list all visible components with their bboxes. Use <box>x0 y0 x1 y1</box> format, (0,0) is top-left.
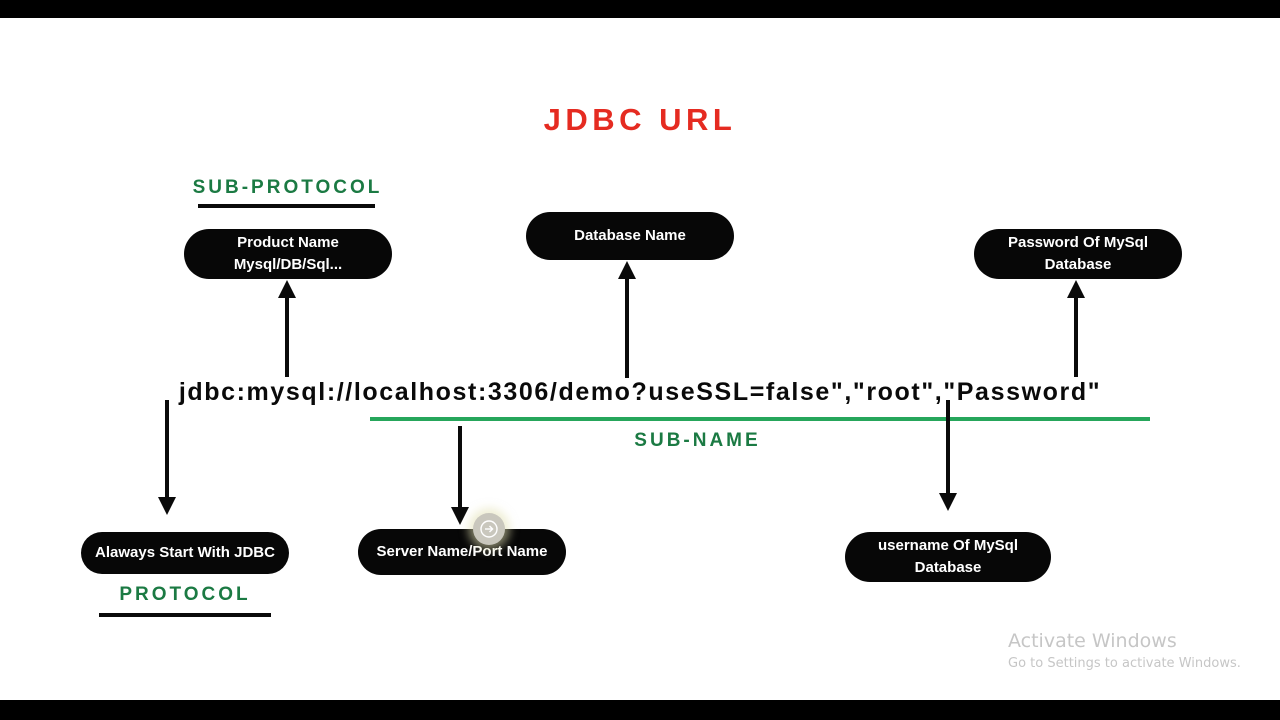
windows-activation-watermark: Activate Windows Go to Settings to activ… <box>1008 628 1258 674</box>
caption-protocol: PROTOCOL <box>119 584 251 605</box>
callout-username: username Of MySql Database <box>845 532 1051 582</box>
callout-product-name-line1: Product Name <box>237 234 339 252</box>
watermark-subtitle: Go to Settings to activate Windows. <box>1008 656 1241 671</box>
arrow-up-database-name <box>611 261 643 379</box>
callout-password-line1: Password Of MySql <box>1007 234 1149 252</box>
letterbox-top <box>0 0 1280 18</box>
watermark-title: Activate Windows <box>1008 630 1177 652</box>
jdbc-url-text: jdbc:mysql://localhost:3306/demo?useSSL=… <box>178 378 1102 406</box>
callout-protocol-note: Alaways Start With JDBC <box>81 532 289 574</box>
caption-rule-protocol <box>99 613 271 617</box>
player-next-button[interactable] <box>473 513 505 545</box>
arrow-up-password <box>1060 280 1092 378</box>
caption-sub-name: SUB-NAME <box>634 430 761 451</box>
callout-password-line2: Database <box>1044 256 1112 273</box>
arrow-down-server-port <box>444 426 476 526</box>
arrow-up-product-name <box>271 280 303 378</box>
callout-server-port: Server Name/Port Name <box>358 529 566 575</box>
arrow-right-icon <box>480 520 498 538</box>
caption-rule-sub-protocol <box>198 204 375 208</box>
slide-canvas: JDBC URL SUB-PROTOCOL Product Name Mysql… <box>0 18 1280 700</box>
callout-username-line1: username Of MySql <box>877 537 1019 555</box>
callout-product-name-line2: Mysql/DB/Sql... <box>233 256 343 273</box>
arrow-down-username <box>932 400 964 512</box>
letterbox-bottom <box>0 700 1280 720</box>
callout-product-name: Product Name Mysql/DB/Sql... <box>184 229 392 279</box>
caption-sub-protocol: SUB-PROTOCOL <box>192 177 383 198</box>
callout-password: Password Of MySql Database <box>974 229 1182 279</box>
sub-name-underline <box>370 417 1150 421</box>
callout-username-line2: Database <box>914 559 982 576</box>
arrow-down-protocol <box>151 400 183 516</box>
page-title: JDBC URL <box>543 102 737 137</box>
callout-database-name: Database Name <box>526 212 734 260</box>
